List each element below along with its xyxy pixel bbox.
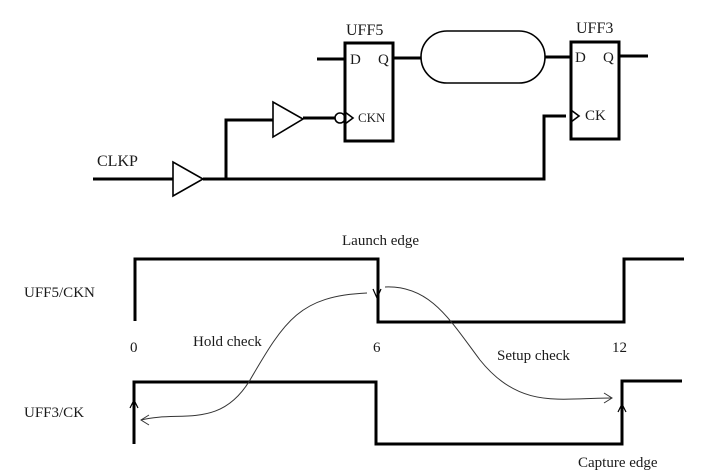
uff3-name: UFF3 [576,20,613,37]
launch-clock-branch-wire [224,118,273,179]
combinational-logic-cloud [420,30,546,84]
time-label-0: 0 [130,340,138,356]
setup-check-arrowhead-icon [603,392,613,404]
uff3-pin-clk: CK [585,108,606,124]
uff5-pin-d: D [350,52,361,68]
clock-buffer-icon [172,160,205,198]
hold-capture-edge-arrow-icon [129,398,139,409]
hold-check-curve [140,292,368,421]
uff5-ckn-signal-label: UFF5/CKN [24,285,95,301]
uff5-ckn-waveform [133,257,684,324]
uff3-clock-triangle-icon [570,109,581,123]
uff5-pin-q: Q [378,52,389,68]
clkp-label: CLKP [97,153,138,170]
hold-check-label: Hold check [193,334,262,350]
uff5-name: UFF5 [346,22,383,39]
uff3-pin-d: D [575,50,586,66]
hold-check-arrowhead-icon [140,414,150,426]
uff5-clock-triangle-icon [344,111,355,125]
setup-capture-edge-arrow-icon [617,402,627,413]
uff3-ck-waveform [132,379,682,446]
capture-clock-wire [203,114,566,181]
time-label-6: 6 [373,340,381,356]
setup-check-curve [384,286,613,400]
launch-edge-arrow-icon [372,288,382,300]
flop-uff5: UFF5 D Q CKN [343,22,395,143]
uff5-box [343,41,395,143]
uff3-ck-signal-label: UFF3/CK [24,405,84,421]
time-label-12: 12 [612,340,627,356]
uff3-pin-q: Q [603,50,614,66]
uff5-pin-clk: CKN [358,110,386,125]
uff3-box [569,40,621,141]
flop-uff3: UFF3 D Q CK [569,20,621,141]
launch-edge-label: Launch edge [342,233,419,249]
capture-edge-label: Capture edge [578,455,658,471]
launch-buffer-icon [272,100,305,139]
setup-check-label: Setup check [497,348,570,364]
